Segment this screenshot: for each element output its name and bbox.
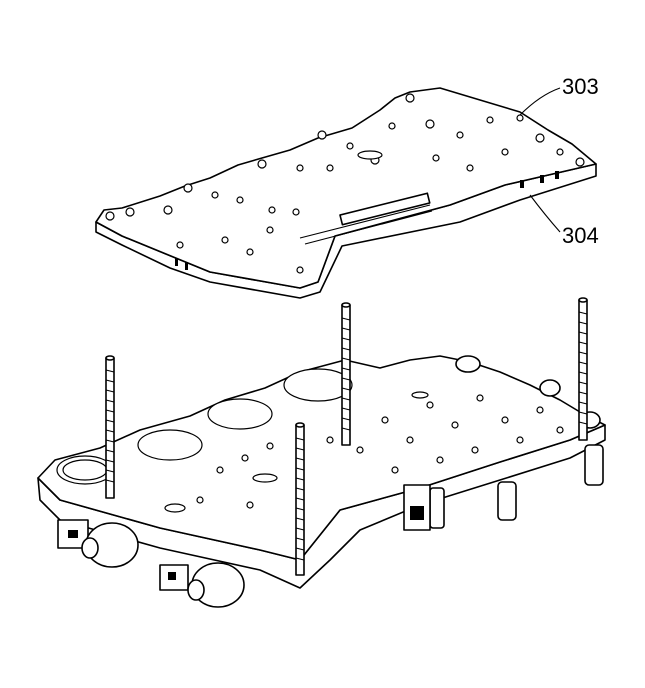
leader-line-304 xyxy=(529,194,561,233)
pin-4 xyxy=(295,422,305,576)
plate-channel xyxy=(339,192,431,226)
valve-body-bores xyxy=(56,368,353,485)
label-303: 303 xyxy=(562,74,599,99)
label-304: 304 xyxy=(562,223,599,248)
alignment-pins xyxy=(105,297,588,576)
electrical-connector xyxy=(403,484,431,531)
upper-plate-assembly xyxy=(95,87,597,299)
callout-304: 304 xyxy=(529,194,599,248)
leader-line-303 xyxy=(519,87,561,116)
valve-body-holes xyxy=(164,391,564,513)
callout-303: 303 xyxy=(519,74,599,116)
valve-body-legs xyxy=(429,444,604,529)
solenoid-center xyxy=(159,562,245,608)
plate-slot xyxy=(299,204,433,245)
solenoid-left xyxy=(57,519,139,568)
pin-3 xyxy=(578,297,588,441)
valve-body xyxy=(37,355,606,608)
upper-plate-holes xyxy=(105,93,585,274)
pin-2 xyxy=(341,302,351,446)
pin-1 xyxy=(105,355,115,499)
plate-top-surface xyxy=(95,87,597,289)
upper-plate-tabs xyxy=(175,171,559,270)
